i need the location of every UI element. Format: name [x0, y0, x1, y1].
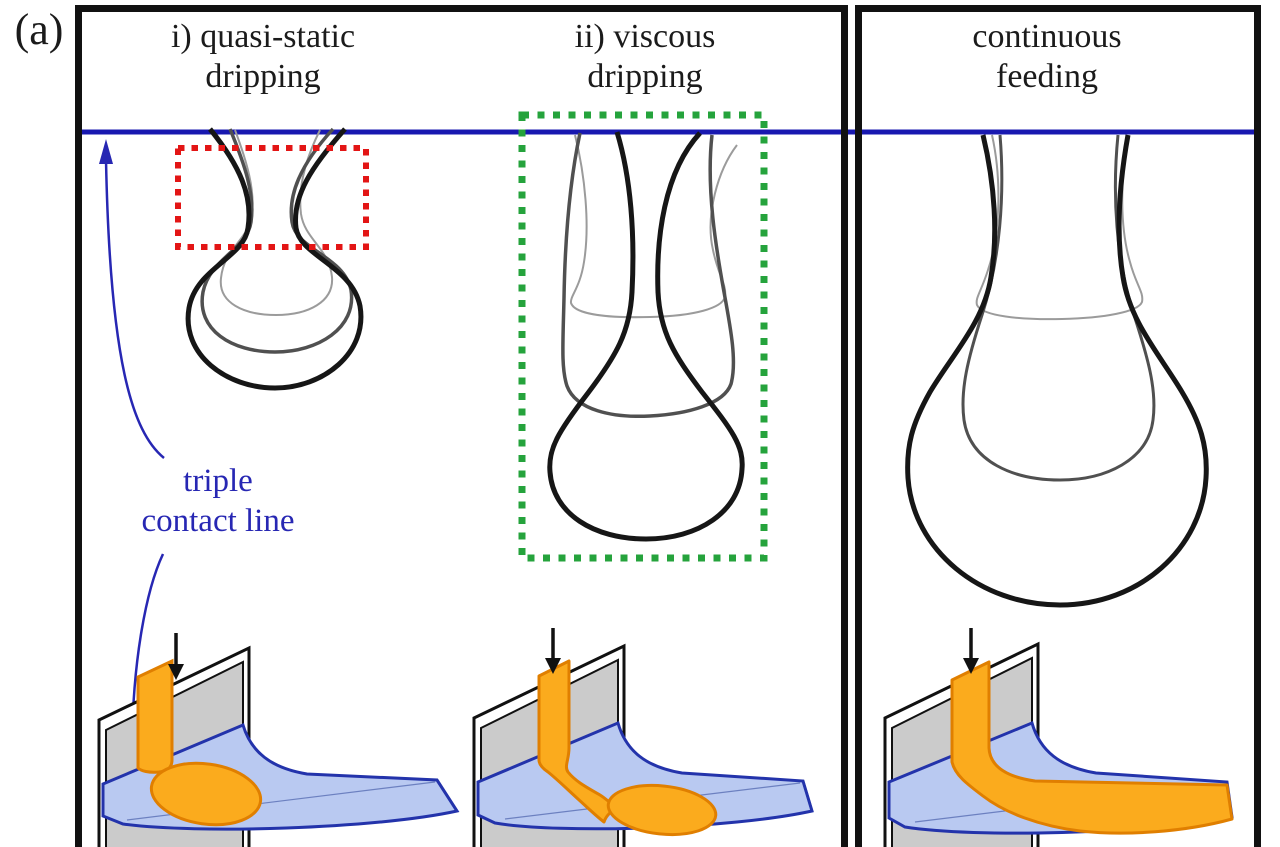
triple-contact-line-label-line2: contact line	[141, 503, 295, 539]
drop-profiles-viscous	[547, 131, 745, 542]
drop-outline-early	[569, 134, 738, 319]
arrowhead-down-icon	[168, 664, 184, 680]
illustration-viscous	[472, 628, 814, 847]
left-panel-frame	[75, 5, 848, 847]
molten-stream	[136, 658, 174, 774]
drop-outline-early	[219, 129, 334, 317]
drop-outline-late	[905, 134, 1209, 608]
column-title-line2: feeding	[996, 58, 1098, 95]
column-title-continuous: continuous feeding	[897, 17, 1197, 97]
drop-outline-mid	[200, 127, 354, 354]
drop-profiles-continuous	[905, 134, 1209, 608]
triple-contact-line-label: triple contact line	[98, 461, 338, 541]
drop-outline-late	[547, 131, 745, 542]
arrowhead-down-icon	[963, 658, 979, 674]
molten-stream-ribbon	[950, 660, 1234, 835]
feed-arrow	[168, 633, 184, 680]
feed-arrow	[545, 628, 561, 674]
column-title-line2: dripping	[587, 58, 703, 95]
column-title-line1: continuous	[972, 18, 1122, 55]
red-dashed-box	[175, 145, 369, 250]
triple-contact-upper-arrow	[99, 139, 165, 459]
triple-contact-line-label-line1: triple	[183, 463, 253, 499]
illustration-continuous	[883, 628, 1234, 847]
pool-corner-edge	[801, 780, 814, 812]
drop-outline-late	[185, 127, 364, 391]
column-title-quasi-static: i) quasi-static dripping	[113, 17, 413, 97]
drop-outline-mid	[561, 132, 736, 419]
column-title-viscous: ii) viscous dripping	[495, 17, 795, 97]
column-title-line2: dripping	[205, 58, 321, 95]
illustration-quasi-static	[97, 633, 460, 847]
arrowhead-up-icon	[99, 139, 113, 164]
column-title-line1: i) quasi-static	[170, 18, 356, 55]
stretched-drop-blob	[606, 783, 718, 837]
pendant-drop-blob	[149, 761, 263, 827]
green-dashed-box	[518, 111, 768, 562]
pool-corner-edge	[435, 779, 459, 812]
drop-profiles-quasi-static	[185, 127, 364, 391]
arrowhead-down-icon	[545, 658, 561, 674]
column-title-line1: ii) viscous	[574, 18, 716, 55]
figure-label: (a)	[14, 5, 64, 54]
right-panel-frame	[855, 5, 1261, 847]
feed-arrow	[963, 628, 979, 674]
